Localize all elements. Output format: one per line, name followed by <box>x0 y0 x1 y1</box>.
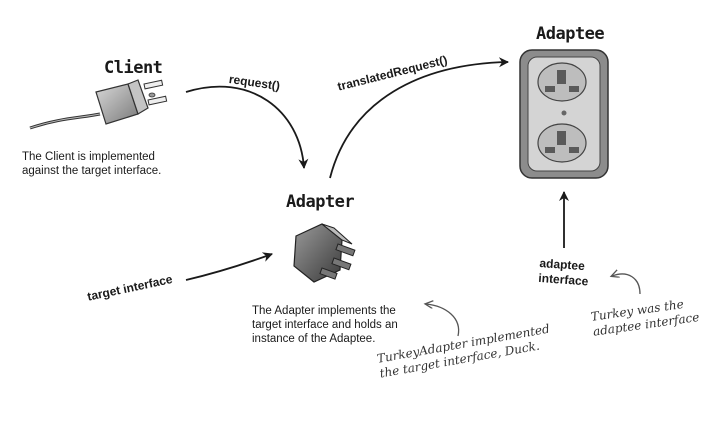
adapter-plug-illustration <box>293 223 356 283</box>
turkey-adaptee-note-arrow <box>612 274 641 295</box>
adapter-description-line: The Adapter implements the <box>252 305 396 317</box>
request-arrow <box>185 85 309 169</box>
translated-request-arrow <box>329 57 509 179</box>
adaptee-outlet-illustration <box>519 49 609 179</box>
adapter-description: The Adapter implements the target interf… <box>252 304 398 346</box>
client-description: The Client is implemented against the ta… <box>22 150 161 178</box>
adaptee-title: Adaptee <box>536 24 605 44</box>
adapter-title: Adapter <box>286 192 355 212</box>
adapter-description-line: instance of the Adaptee. <box>252 333 376 345</box>
client-plug-illustration <box>29 79 168 130</box>
client-description-line: The Client is implemented <box>22 151 155 163</box>
adaptee-interface-label: adaptee interface <box>538 256 590 289</box>
turkey-adapter-note-arrow <box>426 304 460 337</box>
client-description-line: against the target interface. <box>22 165 162 177</box>
client-title: Client <box>104 58 163 78</box>
adapter-description-line: target interface and holds an <box>252 319 398 331</box>
target-interface-arrow <box>185 252 273 281</box>
